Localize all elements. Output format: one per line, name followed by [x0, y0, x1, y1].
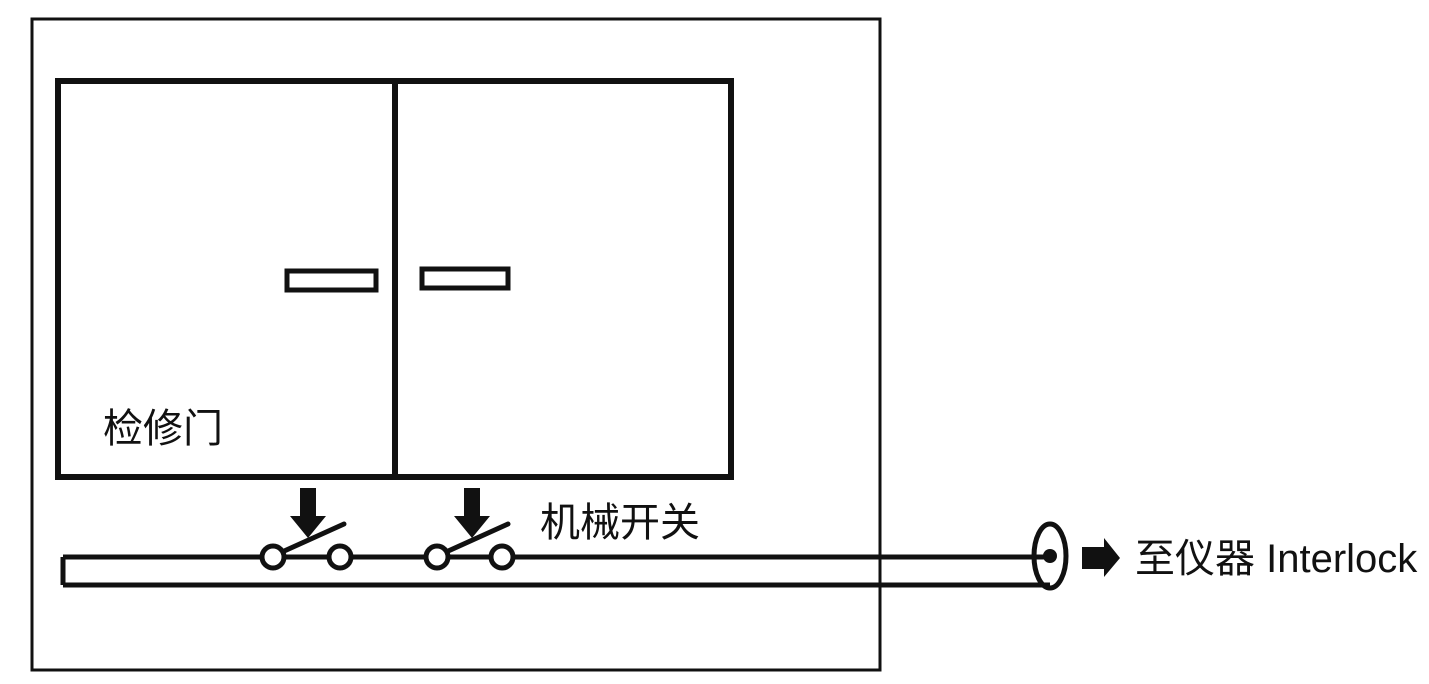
- switch-2-right-contact: [488, 543, 516, 571]
- switch-label: 机械开关: [540, 501, 700, 545]
- switch-2-blade: [443, 521, 511, 555]
- right-door-handle: [419, 266, 511, 291]
- interlock-loop-wire: [60, 554, 1050, 588]
- interlock-terminal-connector: [1031, 521, 1069, 591]
- equipment-enclosure-outline: [30, 17, 882, 672]
- switch-2-left-contact: [423, 543, 451, 571]
- output-arrow-icon: [1082, 538, 1120, 577]
- interlock-output-label: 至仪器 Interlock: [1135, 537, 1418, 581]
- switch-1-blade: [279, 521, 347, 555]
- switch-1-left-contact: [259, 543, 287, 571]
- switch-1-actuator-arrow: [290, 488, 326, 538]
- switch-1-right-contact: [326, 543, 354, 571]
- door-label: 检修门: [103, 407, 223, 451]
- interlock-terminal-node: [1043, 549, 1057, 563]
- switch-2-actuator-arrow: [454, 488, 490, 538]
- left-door-handle: [284, 268, 379, 293]
- right-door-panel: [392, 78, 734, 480]
